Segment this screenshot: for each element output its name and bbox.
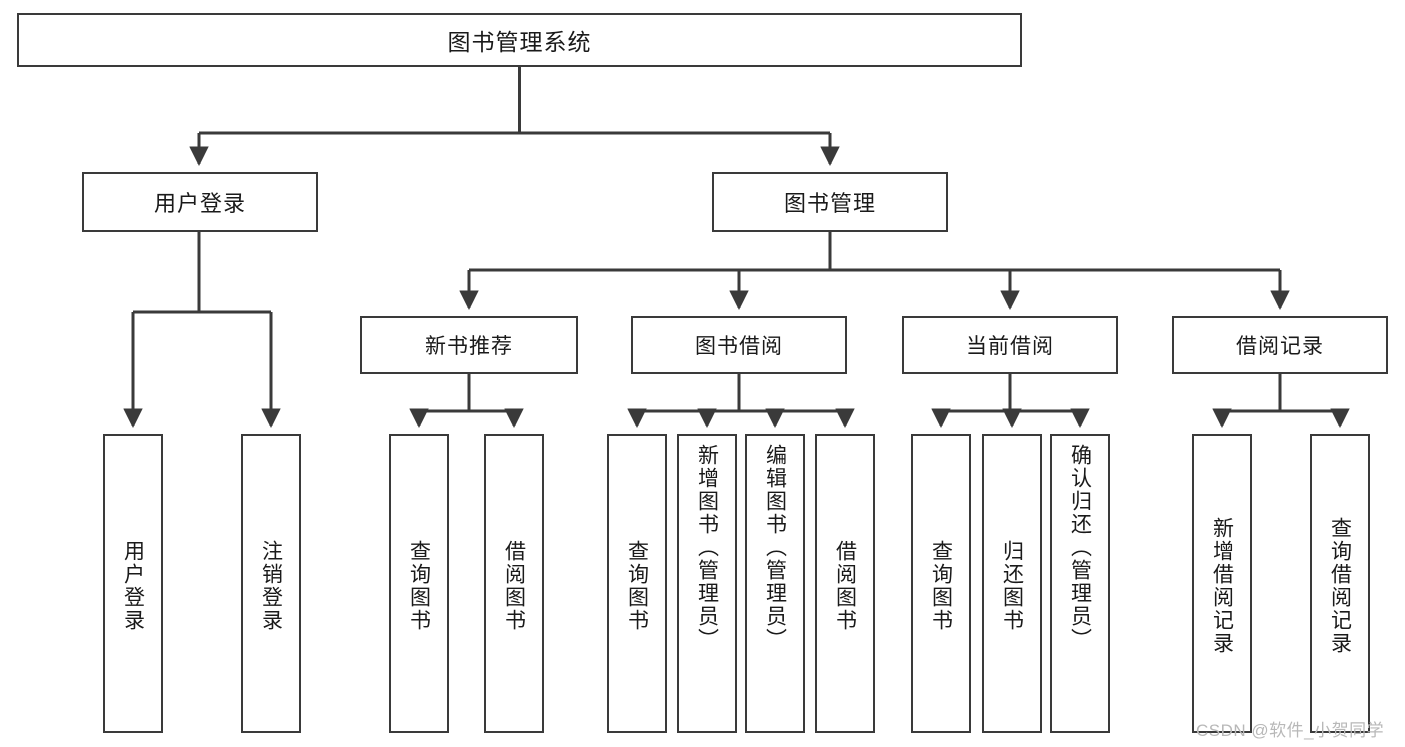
watermark-text: CSDN @软件_小贺同学: [1196, 721, 1385, 740]
node-leaf-borrow-book-label: 借阅图书: [833, 539, 857, 632]
node-new-book-rec-label: 新书推荐: [425, 335, 513, 358]
node-leaf-query-record-label: 查询借阅记录: [1328, 516, 1352, 655]
node-leaf-return-book[interactable]: 归还图书: [982, 434, 1042, 733]
node-leaf-user-login-label: 用户登录: [121, 539, 145, 632]
node-leaf-add-record-label: 新增借阅记录: [1210, 516, 1234, 655]
node-leaf-return-book-label: 归还图书: [1000, 539, 1024, 632]
node-leaf-edit-book-label: 编辑图书（管理员）: [763, 444, 787, 651]
node-leaf-borrow-book[interactable]: 借阅图书: [815, 434, 875, 733]
node-leaf-borrow-book-rec[interactable]: 借阅图书: [484, 434, 544, 733]
node-root-label: 图书管理系统: [447, 29, 592, 55]
node-book-borrow[interactable]: 图书借阅: [631, 316, 847, 374]
node-book-manage[interactable]: 图书管理: [712, 172, 948, 232]
node-leaf-query-book-rec-label: 查询图书: [407, 539, 431, 632]
node-borrow-records-label: 借阅记录: [1236, 335, 1324, 358]
node-leaf-query-book-borrow-label: 查询图书: [625, 539, 649, 632]
node-leaf-query-book-rec[interactable]: 查询图书: [389, 434, 449, 733]
node-leaf-logout-label: 注销登录: [259, 539, 283, 632]
node-new-book-rec[interactable]: 新书推荐: [360, 316, 578, 374]
node-current-borrow-label: 当前借阅: [966, 335, 1054, 358]
node-book-borrow-label: 图书借阅: [695, 335, 783, 358]
node-leaf-add-book[interactable]: 新增图书（管理员）: [677, 434, 737, 733]
node-leaf-confirm-return[interactable]: 确认归还（管理员）: [1050, 434, 1110, 733]
node-leaf-confirm-return-label: 确认归还（管理员）: [1068, 444, 1092, 651]
node-user-login-label: 用户登录: [153, 191, 246, 216]
node-leaf-query-record[interactable]: 查询借阅记录: [1310, 434, 1370, 733]
node-borrow-records[interactable]: 借阅记录: [1172, 316, 1388, 374]
node-leaf-add-record[interactable]: 新增借阅记录: [1192, 434, 1252, 733]
node-leaf-edit-book[interactable]: 编辑图书（管理员）: [745, 434, 805, 733]
node-leaf-query-book-cur-label: 查询图书: [929, 539, 953, 632]
node-leaf-logout[interactable]: 注销登录: [241, 434, 301, 733]
node-book-manage-label: 图书管理: [783, 191, 876, 216]
node-leaf-borrow-book-rec-label: 借阅图书: [502, 539, 526, 632]
node-leaf-user-login[interactable]: 用户登录: [103, 434, 163, 733]
node-user-login[interactable]: 用户登录: [82, 172, 318, 232]
node-leaf-query-book-cur[interactable]: 查询图书: [911, 434, 971, 733]
node-current-borrow[interactable]: 当前借阅: [902, 316, 1118, 374]
node-root[interactable]: 图书管理系统: [17, 13, 1022, 67]
node-leaf-add-book-label: 新增图书（管理员）: [695, 444, 719, 651]
node-leaf-query-book-borrow[interactable]: 查询图书: [607, 434, 667, 733]
